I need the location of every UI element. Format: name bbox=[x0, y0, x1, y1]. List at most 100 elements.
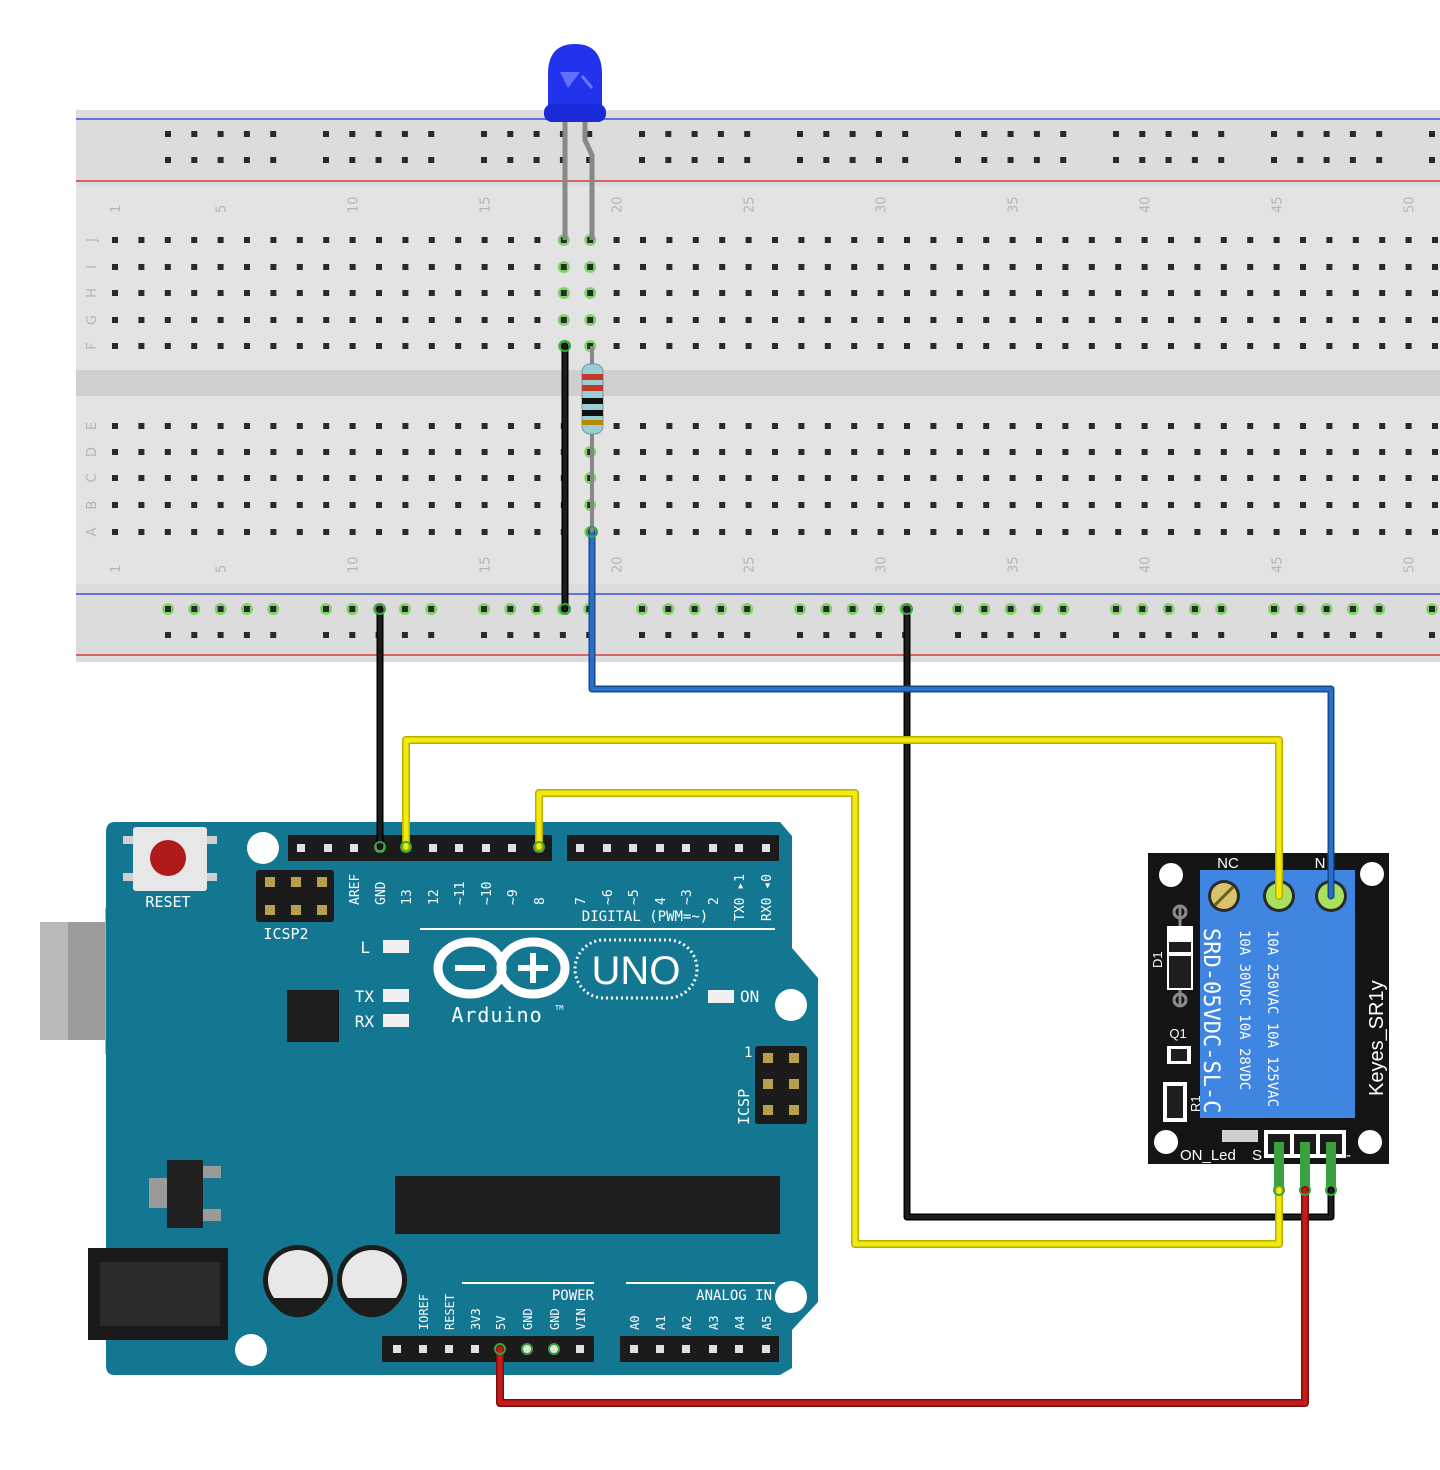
breadboard-hole bbox=[402, 237, 409, 243]
breadboard-hole bbox=[323, 475, 330, 481]
breadboard-hole bbox=[244, 290, 250, 296]
header-pin[interactable] bbox=[550, 1345, 558, 1353]
breadboard-rail-hole bbox=[323, 632, 329, 638]
breadboard-column-number: 30 bbox=[875, 196, 890, 213]
breadboard-hole bbox=[1036, 529, 1042, 535]
icsp-pin1-label: 1 bbox=[744, 1045, 752, 1061]
breadboard-hole bbox=[1326, 529, 1333, 535]
breadboard-hole bbox=[138, 317, 145, 323]
header-pin[interactable] bbox=[445, 1345, 453, 1353]
relay-pin-vcc[interactable] bbox=[1300, 1142, 1310, 1192]
relay-pin-s[interactable] bbox=[1274, 1142, 1284, 1192]
relay-pin-gnd[interactable] bbox=[1326, 1142, 1336, 1192]
resistor[interactable] bbox=[581, 346, 604, 532]
breadboard-hole bbox=[1326, 237, 1333, 243]
wire-pin8-relay-signal[interactable] bbox=[536, 790, 1282, 1247]
analog-label: ANALOG IN bbox=[696, 1288, 772, 1304]
blue-led[interactable] bbox=[544, 44, 606, 240]
breadboard-hole bbox=[481, 290, 488, 296]
breadboard-hole bbox=[455, 237, 462, 243]
breadboard-rail-hole bbox=[1429, 157, 1435, 163]
header-pin[interactable] bbox=[656, 1345, 664, 1353]
header-pin[interactable] bbox=[629, 844, 637, 852]
header-pin[interactable] bbox=[656, 844, 664, 852]
breadboard-hole bbox=[217, 343, 224, 349]
breadboard-hole bbox=[930, 290, 937, 296]
breadboard-rail-hole bbox=[1323, 157, 1330, 163]
breadboard-hole bbox=[270, 502, 277, 508]
breadboard-hole bbox=[1300, 502, 1306, 508]
breadboard-hole bbox=[191, 343, 198, 349]
breadboard-hole bbox=[1009, 475, 1016, 481]
header-pin[interactable] bbox=[429, 844, 437, 852]
header-pin[interactable] bbox=[709, 844, 717, 852]
breadboard-hole bbox=[1300, 317, 1306, 323]
breadboard-hole bbox=[323, 502, 330, 508]
power-pin-label: 5V bbox=[494, 1316, 508, 1330]
breadboard-hole bbox=[1326, 290, 1333, 296]
breadboard-rail-hole bbox=[955, 606, 961, 612]
header-pin[interactable] bbox=[482, 844, 490, 852]
breadboard-hole bbox=[719, 502, 726, 508]
screw-terminal-nc[interactable] bbox=[1208, 880, 1240, 912]
pin-connection-marker bbox=[548, 1343, 560, 1355]
header-pin[interactable] bbox=[603, 844, 611, 852]
breadboard-hole bbox=[640, 423, 646, 429]
breadboard-hole bbox=[745, 475, 752, 481]
wire-led-relay-no[interactable] bbox=[590, 530, 1333, 898]
header-pin[interactable] bbox=[419, 1345, 427, 1353]
breadboard-rail-hole bbox=[533, 606, 540, 612]
header-pin[interactable] bbox=[576, 1345, 584, 1353]
header-pin[interactable] bbox=[735, 844, 743, 852]
breadboard-hole bbox=[402, 423, 409, 429]
header-pin[interactable] bbox=[682, 844, 690, 852]
breadboard-hole bbox=[217, 237, 224, 243]
breadboard-hole bbox=[1194, 343, 1201, 349]
breadboard-rail-hole bbox=[1007, 606, 1014, 612]
trademark-label: TM bbox=[555, 1004, 563, 1012]
icsp-pin bbox=[789, 1079, 799, 1089]
header-pin[interactable] bbox=[762, 1345, 770, 1353]
breadboard-rail-hole bbox=[1113, 131, 1119, 137]
breadboard-rail-hole bbox=[375, 157, 382, 163]
breadboard-hole bbox=[534, 502, 541, 508]
header-pin[interactable] bbox=[297, 844, 305, 852]
breadboard-hole bbox=[164, 290, 171, 296]
icsp-pin bbox=[789, 1053, 799, 1063]
header-pin[interactable] bbox=[576, 844, 584, 852]
breadboard-hole bbox=[270, 529, 277, 535]
wire-gnd-relay[interactable] bbox=[905, 607, 1333, 1219]
header-pin[interactable] bbox=[682, 1345, 690, 1353]
breadboard-rail-hole bbox=[717, 131, 724, 137]
on-led-label: ON_Led bbox=[1180, 1147, 1236, 1164]
header-pin[interactable] bbox=[324, 844, 332, 852]
header-pin[interactable] bbox=[508, 844, 516, 852]
header-pin[interactable] bbox=[455, 844, 463, 852]
breadboard-hole bbox=[428, 343, 435, 349]
header-pin[interactable] bbox=[350, 844, 358, 852]
header-pin[interactable] bbox=[709, 1345, 717, 1353]
breadboard-rail-hole bbox=[1376, 632, 1383, 638]
wire-pin13-relay-com[interactable] bbox=[403, 737, 1282, 899]
breadboard-rail-hole bbox=[217, 131, 224, 137]
breadboard-rail-hole bbox=[955, 632, 961, 638]
header-pin[interactable] bbox=[762, 844, 770, 852]
breadboard-hole bbox=[1300, 264, 1306, 270]
arduino-uno-board: RESET ICSP2 L TX RX ON bbox=[40, 822, 818, 1375]
header-pin[interactable] bbox=[523, 1345, 531, 1353]
atmega-chip bbox=[395, 1176, 780, 1234]
breadboard-rail-hole bbox=[165, 606, 171, 612]
breadboard-rail-hole bbox=[1376, 131, 1383, 137]
header-pin[interactable] bbox=[630, 1345, 638, 1353]
wire-5v-relay-vcc[interactable] bbox=[497, 1187, 1308, 1406]
header-pin[interactable] bbox=[735, 1345, 743, 1353]
header-pin[interactable] bbox=[393, 1345, 401, 1353]
breadboard-hole bbox=[191, 290, 198, 296]
breadboard-hole bbox=[1141, 237, 1148, 243]
breadboard-hole bbox=[1194, 290, 1201, 296]
breadboard-hole bbox=[1379, 423, 1386, 429]
breadboard-hole bbox=[719, 237, 726, 243]
breadboard-hole bbox=[1273, 343, 1280, 349]
header-pin[interactable] bbox=[471, 1345, 479, 1353]
